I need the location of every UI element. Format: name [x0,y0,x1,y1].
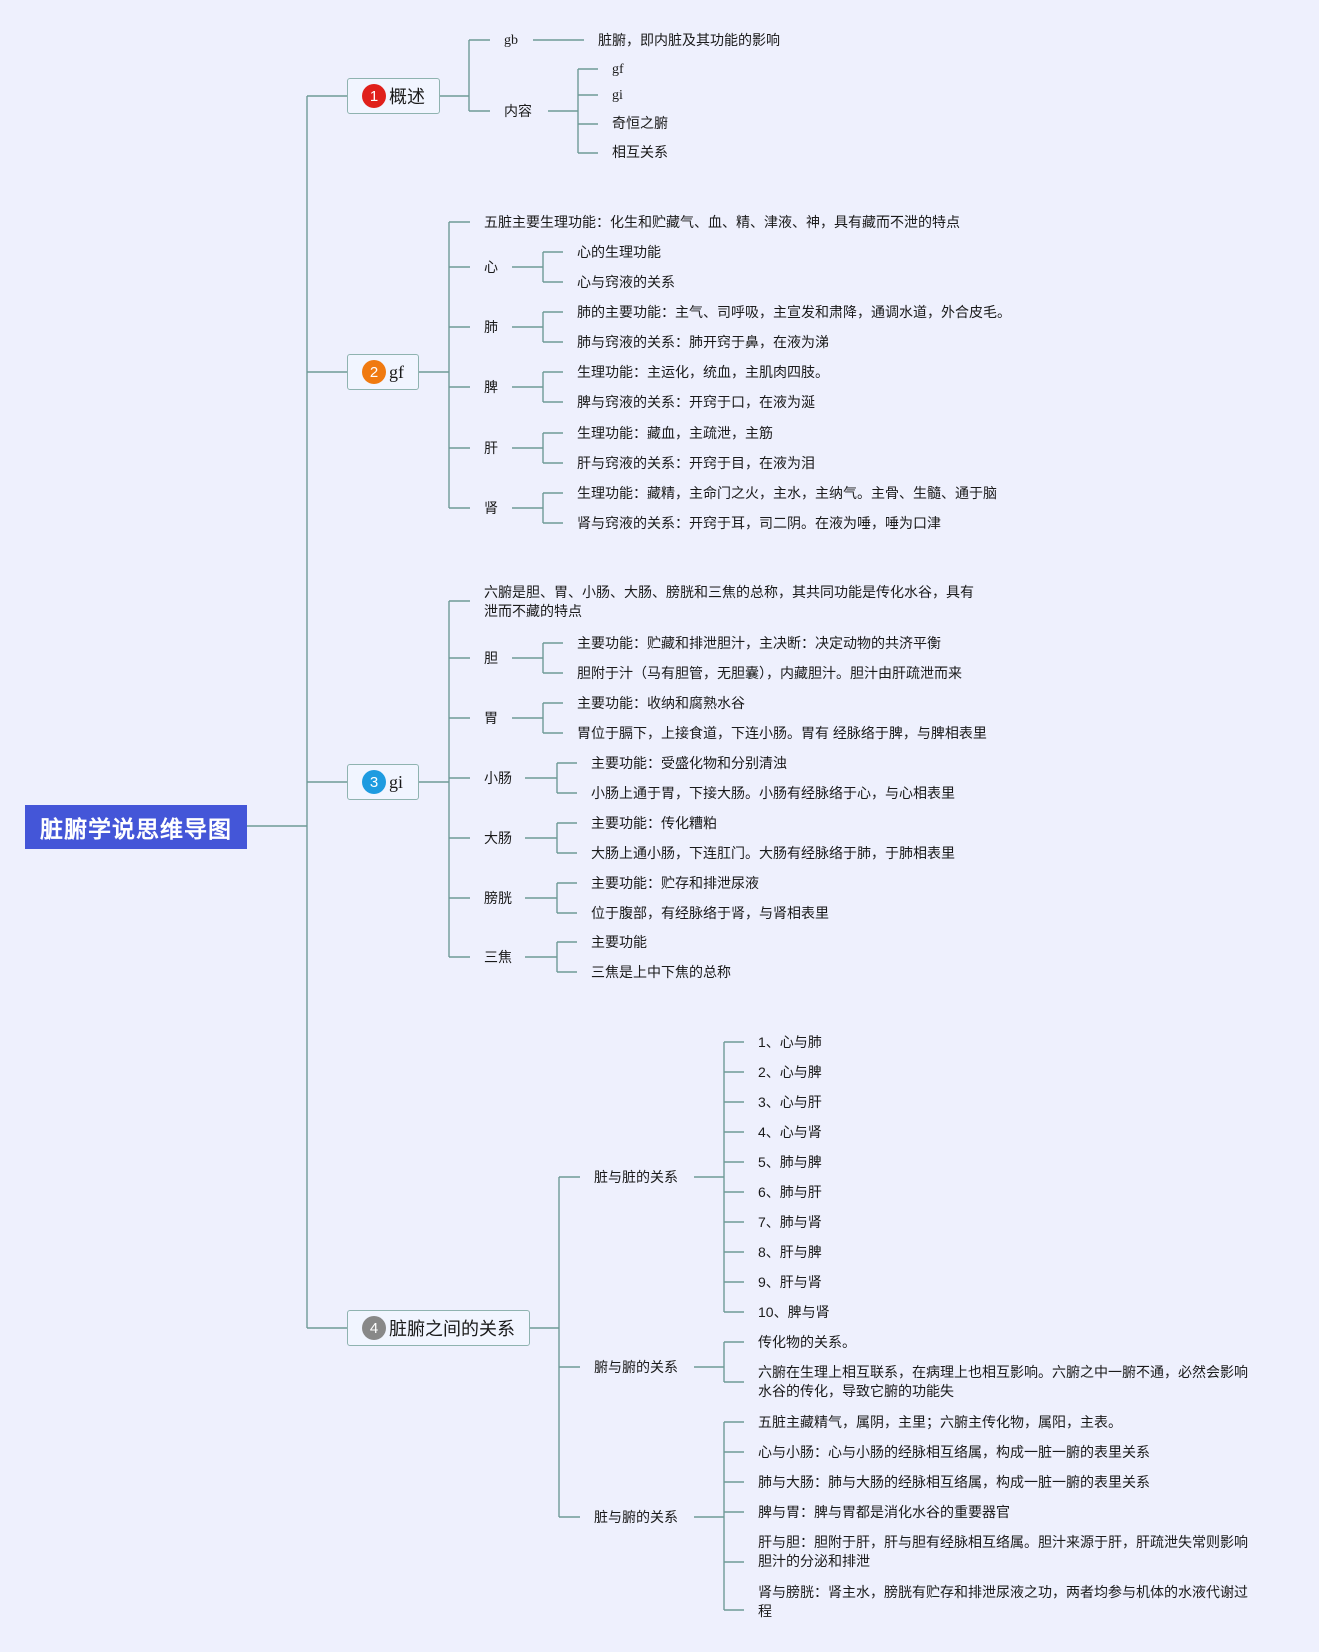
branch-1-node[interactable]: 1 概述 [347,78,440,114]
b1-gb-node[interactable]: gb [504,33,518,48]
b4-zz-item[interactable]: 1、心与肺 [758,1034,822,1050]
branch-1-label: 概述 [389,87,425,107]
root-node[interactable]: 脏腑学说思维导图 [25,805,247,849]
b4-zz-item[interactable]: 5、肺与脾 [758,1154,822,1170]
b2-organ-item[interactable]: 心与窍液的关系 [577,274,675,290]
b2-organ-item[interactable]: 肺的主要功能：主气、司呼吸，主宣发和肃降，通调水道，外合皮毛。 [577,304,1011,320]
b4-fu-fu-node[interactable]: 腑与腑的关系 [594,1359,678,1375]
branch-2-node[interactable]: 2 gf [347,354,419,390]
b4-zf-item[interactable]: 肾与膀胱：肾主水，膀胱有贮存和排泄尿液之功，两者均参与机体的水液代谢过程 [758,1584,1248,1619]
b1-gb-desc[interactable]: 脏腑，即内脏及其功能的影响 [598,32,780,48]
b3-organ-item[interactable]: 主要功能：贮藏和排泄胆汁，主决断：决定动物的共济平衡 [577,635,941,651]
b3-organ-item[interactable]: 位于腹部，有经脉络于肾，与肾相表里 [591,905,829,921]
b1-content-item[interactable]: gf [612,62,624,77]
b1-content-item[interactable]: 奇恒之腑 [612,115,668,131]
b4-zz-item[interactable]: 9、肝与肾 [758,1274,822,1290]
b3-organ-item[interactable]: 主要功能 [591,934,647,950]
b3-organ-item[interactable]: 主要功能：收纳和腐熟水谷 [577,695,745,711]
b3-organ-item[interactable]: 大肠上通小肠，下连肛门。大肠有经脉络于肺，于肺相表里 [591,845,955,861]
b3-organ-stomach[interactable]: 胃 [484,710,498,726]
b2-organ-lung[interactable]: 肺 [484,319,498,335]
b1-content-item[interactable]: gi [612,88,623,103]
b2-organ-item[interactable]: 生理功能：藏精，主命门之火，主水，主纳气。主骨、生髓、通于脑 [577,485,997,501]
b4-zf-item[interactable]: 肝与胆：胆附于肝，肝与胆有经脉相互络属。胆汁来源于肝，肝疏泄失常则影响胆汁的分泌… [758,1534,1248,1569]
b4-zz-item[interactable]: 7、肺与肾 [758,1214,822,1230]
b4-zang-zang-node[interactable]: 脏与脏的关系 [594,1169,678,1185]
b3-organ-item[interactable]: 主要功能：贮存和排泄尿液 [591,875,759,891]
b4-ff-item[interactable]: 六腑在生理上相互联系，在病理上也相互影响。六腑之中一腑不通，必然会影响水谷的传化… [758,1364,1248,1399]
b3-organ-item[interactable]: 主要功能：受盛化物和分别清浊 [591,755,787,771]
b1-content-node[interactable]: 内容 [504,103,532,119]
b3-organ-item[interactable]: 主要功能：传化糟粕 [591,815,717,831]
branch-4-node[interactable]: 4 脏腑之间的关系 [347,1310,530,1346]
b3-organ-item[interactable]: 胃位于膈下，上接食道，下连小肠。胃有 经脉络于脾，与脾相表里 [577,725,987,741]
b2-organ-kidney[interactable]: 肾 [484,500,498,516]
b4-zz-item[interactable]: 2、心与脾 [758,1064,822,1080]
b3-organ-gallbladder[interactable]: 胆 [484,650,498,666]
b4-zz-item[interactable]: 3、心与肝 [758,1094,822,1110]
b1-content-item[interactable]: 相互关系 [612,144,668,160]
b4-zz-item[interactable]: 4、心与肾 [758,1124,822,1140]
branch-4-label: 脏腑之间的关系 [389,1319,515,1339]
b3-organ-small-intestine[interactable]: 小肠 [484,770,512,786]
b4-zf-item[interactable]: 五脏主藏精气，属阴，主里；六腑主传化物，属阳，主表。 [758,1414,1122,1430]
b2-organ-spleen[interactable]: 脾 [484,379,498,395]
b2-organ-liver[interactable]: 肝 [484,440,498,456]
b3-organ-large-intestine[interactable]: 大肠 [484,830,512,846]
branch-3-node[interactable]: 3 gi [347,764,419,800]
number-4-badge-icon: 4 [362,1316,386,1340]
b3-organ-bladder[interactable]: 膀胱 [484,890,512,906]
b2-summary[interactable]: 五脏主要生理功能：化生和贮藏气、血、精、津液、神，具有藏而不泄的特点 [484,214,960,230]
b2-organ-item[interactable]: 脾与窍液的关系：开窍于口，在液为涎 [577,394,815,410]
b4-zf-item[interactable]: 肺与大肠：肺与大肠的经脉相互络属，构成一脏一腑的表里关系 [758,1474,1150,1490]
b2-organ-heart[interactable]: 心 [484,259,498,275]
b4-zf-item[interactable]: 脾与胃：脾与胃都是消化水谷的重要器官 [758,1504,1010,1520]
b4-ff-item[interactable]: 传化物的关系。 [758,1334,856,1350]
branch-2-label: gf [389,361,404,382]
b4-zz-item[interactable]: 6、肺与肝 [758,1184,822,1200]
b3-organ-item[interactable]: 胆附于汁（马有胆管，无胆囊），内藏胆汁。胆汁由肝疏泄而来 [577,665,962,681]
b3-organ-item[interactable]: 三焦是上中下焦的总称 [591,964,731,980]
number-2-badge-icon: 2 [362,360,386,384]
b4-zf-item[interactable]: 心与小肠：心与小肠的经脉相互络属，构成一脏一腑的表里关系 [758,1444,1150,1460]
b2-organ-item[interactable]: 肝与窍液的关系：开窍于目，在液为泪 [577,455,815,471]
b2-organ-item[interactable]: 肾与窍液的关系：开窍于耳，司二阴。在液为唾，唾为口津 [577,515,941,531]
b3-organ-sanjiao[interactable]: 三焦 [484,949,512,965]
branch-3-label: gi [389,771,404,792]
number-3-badge-icon: 3 [362,770,386,794]
number-1-badge-icon: 1 [362,84,386,108]
b4-zang-fu-node[interactable]: 脏与腑的关系 [594,1509,678,1525]
b3-organ-item[interactable]: 小肠上通于胃，下接大肠。小肠有经脉络于心，与心相表里 [591,785,955,801]
b2-organ-item[interactable]: 生理功能：藏血，主疏泄，主筋 [577,425,773,441]
b4-zz-item[interactable]: 10、脾与肾 [758,1304,830,1320]
b2-organ-item[interactable]: 生理功能：主运化，统血，主肌肉四肢。 [577,364,829,380]
b2-organ-item[interactable]: 肺与窍液的关系：肺开窍于鼻，在液为涕 [577,334,829,350]
b3-summary[interactable]: 六腑是胆、胃、小肠、大肠、膀胱和三焦的总称，其共同功能是传化水谷，具有泄而不藏的… [484,584,974,619]
b2-organ-item[interactable]: 心的生理功能 [577,244,661,260]
b4-zz-item[interactable]: 8、肝与脾 [758,1244,822,1260]
